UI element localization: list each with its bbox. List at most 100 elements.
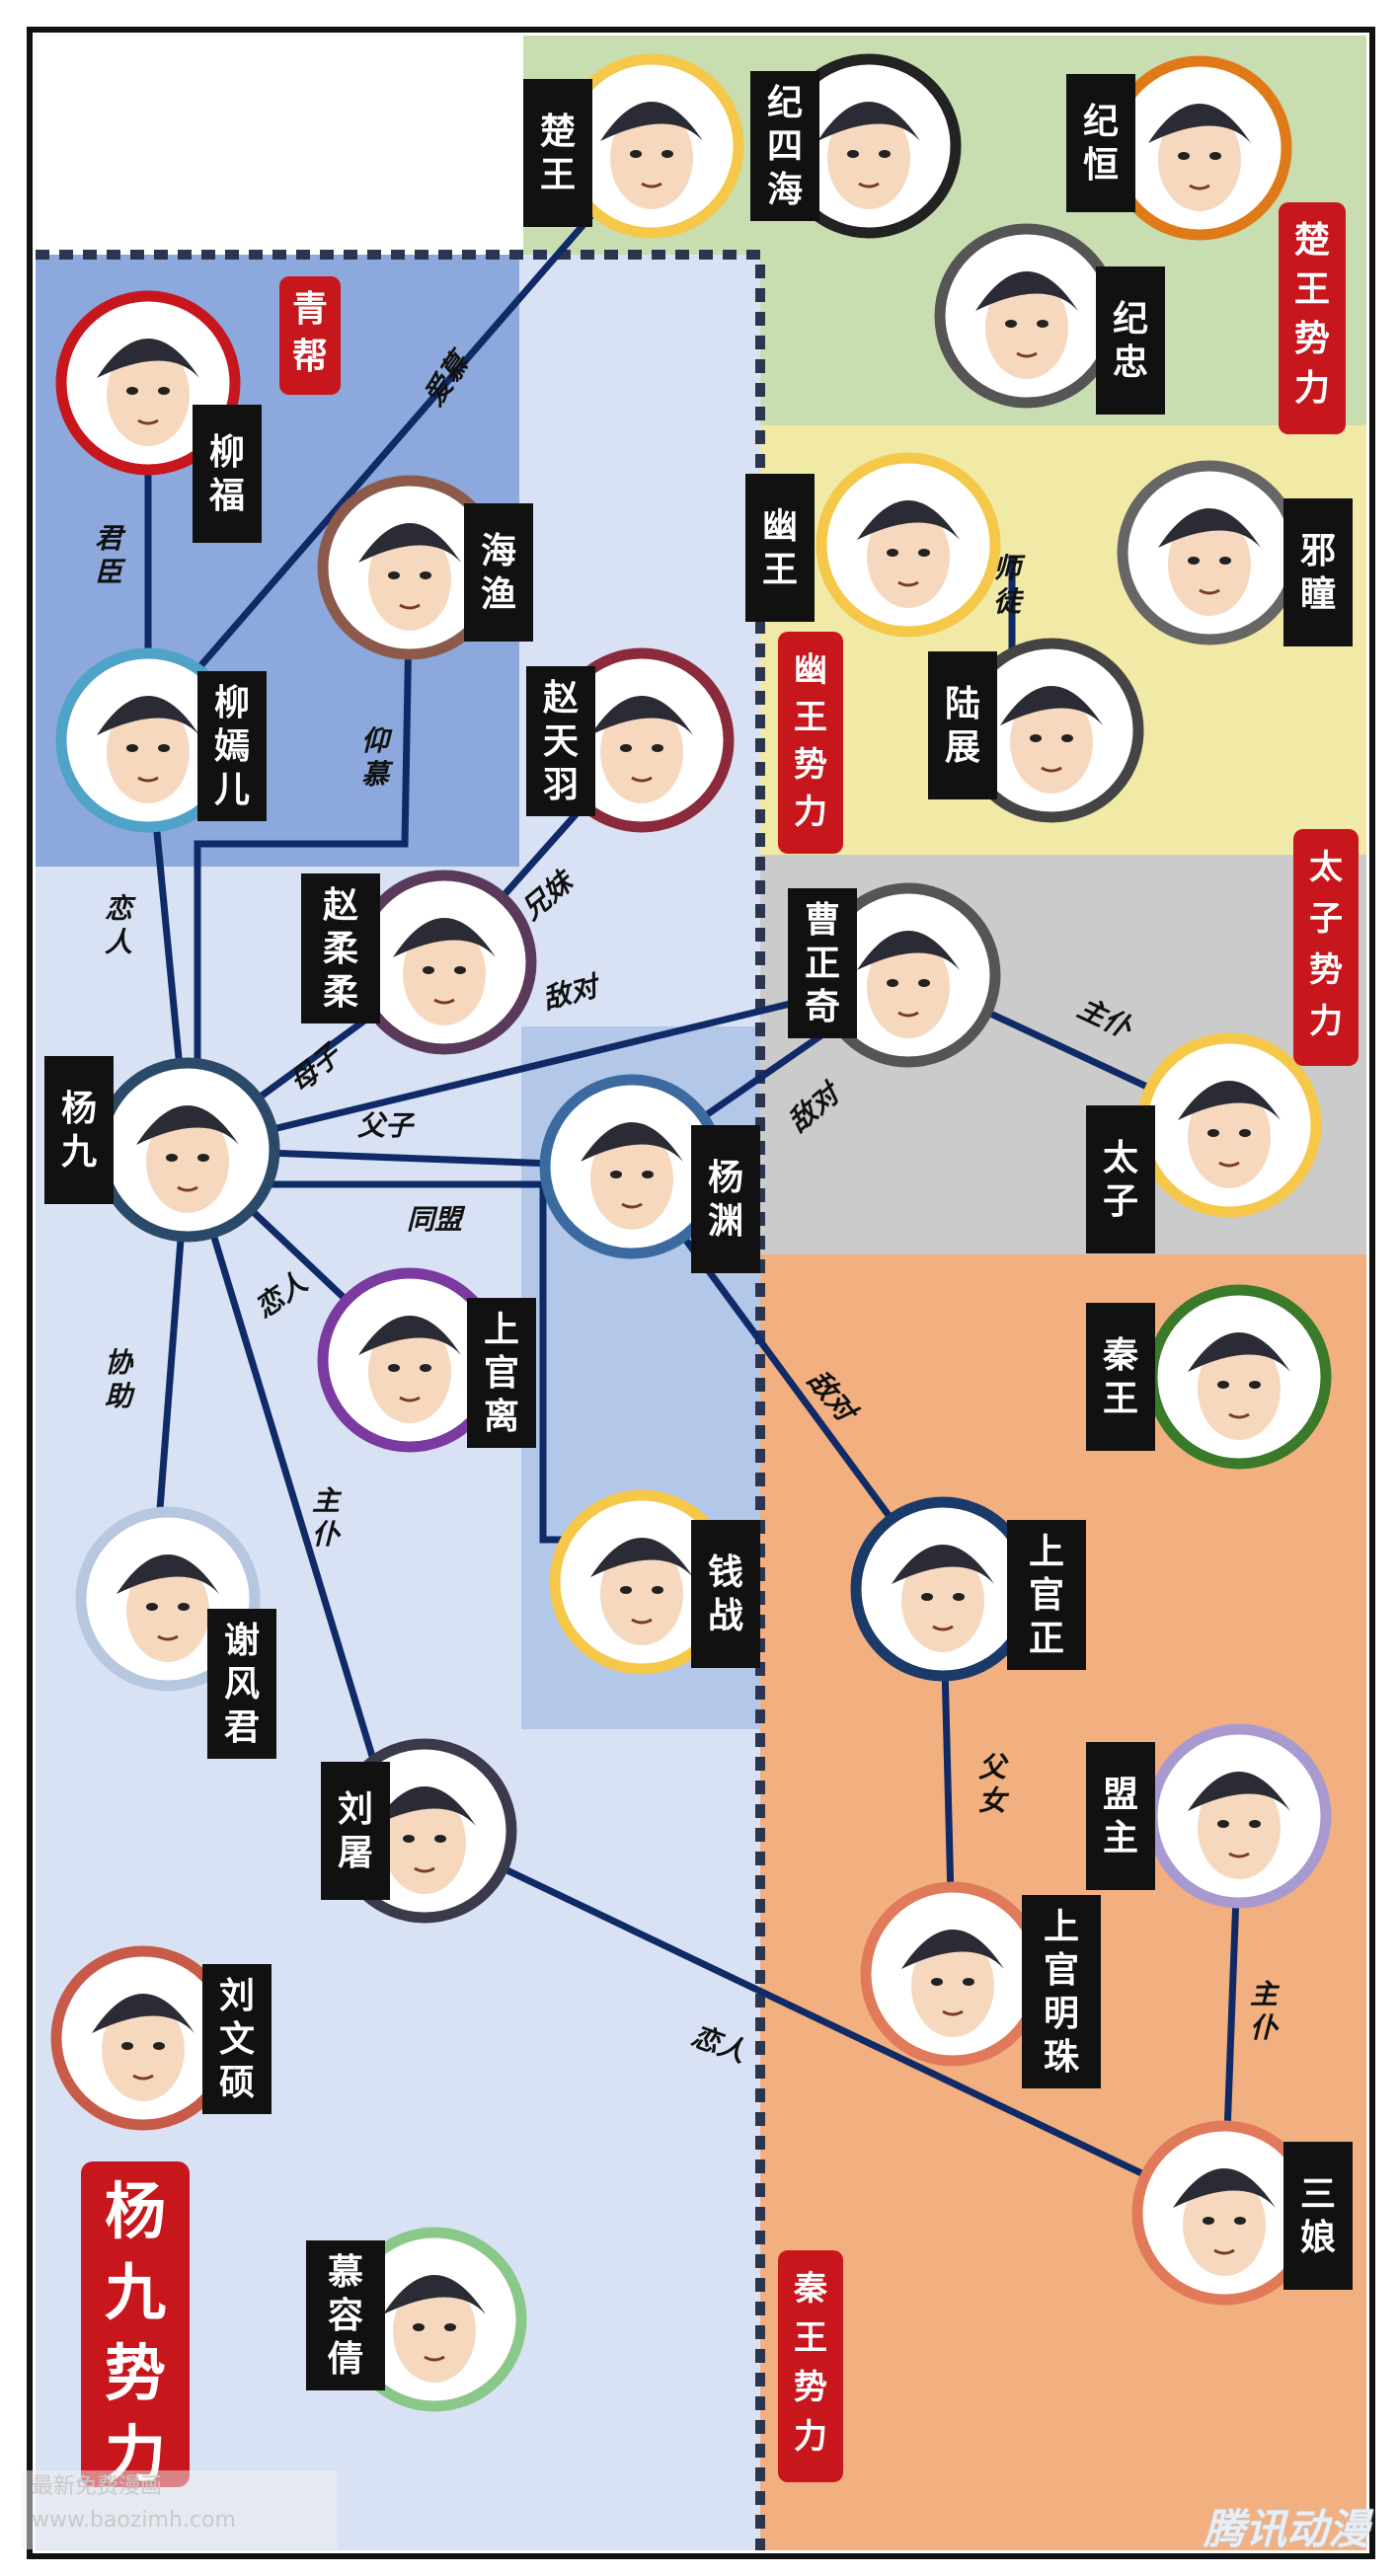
name-label-liuyaner: 柳嫣儿 (197, 671, 267, 821)
svg-text:柳福: 柳福 (208, 432, 245, 516)
watermark-line2: www.baozimh.com (32, 2508, 236, 2533)
character-qinwang: 秦王 (1086, 1284, 1332, 1470)
name-label-qinwang: 秦王 (1086, 1303, 1155, 1451)
svg-text:赵天羽: 赵天羽 (543, 678, 579, 805)
portrait-face-icon (1000, 686, 1103, 794)
character-sanniang: 三娘 (1131, 2120, 1353, 2306)
name-label-chuwang: 楚王 (523, 79, 592, 227)
name-label-jiheng: 纪恒 (1066, 74, 1135, 212)
watermark: 最新免费漫画 www.baozimh.com (22, 2470, 338, 2549)
portrait-face-icon (901, 1930, 1004, 2037)
svg-text:钱战: 钱战 (708, 1553, 743, 1636)
character-zhaorourou: 赵柔柔 (301, 870, 537, 1055)
character-murongqian: 慕容倩 (306, 2227, 527, 2412)
name-label-caozhengqi: 曹正奇 (788, 888, 857, 1038)
name-label-yangjiu: 杨九 (44, 1056, 114, 1204)
relation-label-yangjiu_xiefengjun: 协助 (105, 1346, 135, 1412)
character-jiheng: 纪恒 (1066, 55, 1292, 241)
portrait-face-icon (97, 339, 199, 446)
you-faction-badge: 幽王势力 (778, 632, 843, 854)
name-label-liufu: 柳福 (193, 405, 262, 543)
name-label-haiyu: 海渔 (464, 503, 533, 642)
character-chuwang: 楚王 (523, 53, 744, 239)
svg-text:曹正奇: 曹正奇 (805, 900, 840, 1027)
svg-text:楚王势力: 楚王势力 (1294, 219, 1330, 409)
svg-text:上官正: 上官正 (1029, 1532, 1064, 1659)
brand-logo: 腾讯动漫 (1203, 2505, 1369, 2553)
character-xietong: 邪瞳 (1117, 460, 1353, 646)
svg-text:陆展: 陆展 (945, 684, 980, 768)
yang-faction-badge: 杨九势力 (81, 2161, 190, 2490)
portrait-face-icon (817, 102, 920, 209)
relation-line (194, 567, 414, 1150)
svg-text:柳嫣儿: 柳嫣儿 (214, 683, 250, 810)
portrait-face-icon (600, 102, 703, 209)
svg-text:纪四海: 纪四海 (767, 83, 803, 210)
relation-label-mengzhu_sanniang: 主仆 (1250, 1978, 1281, 2044)
name-label-xietong: 邪瞳 (1283, 498, 1353, 646)
portrait-face-icon (393, 918, 496, 1025)
character-shangguanli: 上官离 (317, 1267, 536, 1453)
svg-text:邪瞳: 邪瞳 (1300, 531, 1336, 615)
taizi-faction-badge: 太子势力 (1293, 829, 1359, 1066)
qing-faction-badge: 青帮 (279, 276, 341, 395)
watermark-line1: 最新免费漫画 (32, 2474, 163, 2499)
svg-text:秦王: 秦王 (1102, 1335, 1139, 1419)
svg-text:谢风君: 谢风君 (224, 1621, 260, 1748)
portrait-face-icon (97, 696, 199, 803)
portrait-face-icon (136, 1105, 239, 1213)
svg-text:青帮: 青帮 (292, 288, 328, 377)
svg-text:刘文硕: 刘文硕 (219, 1976, 255, 2103)
name-label-xiefengjun: 谢风君 (207, 1609, 276, 1759)
relation-line (184, 1148, 399, 1833)
name-label-shangguanli: 上官离 (467, 1298, 536, 1448)
portrait-face-icon (590, 696, 693, 803)
name-label-mengzhu: 盟主 (1086, 1742, 1155, 1890)
svg-text:盟主: 盟主 (1103, 1775, 1138, 1858)
portrait-face-icon (358, 1316, 461, 1423)
character-shangguanzheng: 上官正 (850, 1496, 1086, 1682)
svg-text:上官离: 上官离 (484, 1310, 519, 1437)
character-liufu: 柳福 (55, 290, 262, 543)
faction-boundary (36, 250, 765, 2550)
relation-label-haiyu_yangjiu: 仰慕 (361, 724, 394, 791)
relation-line (423, 1827, 1226, 2217)
qin-faction-badge: 秦王势力 (778, 2250, 843, 2482)
name-label-sanniang: 三娘 (1283, 2142, 1353, 2290)
character-xiefengjun: 谢风君 (75, 1506, 276, 1759)
portrait-face-icon (857, 931, 960, 1038)
svg-text:三娘: 三娘 (1300, 2174, 1336, 2258)
portrait-face-icon (1158, 508, 1261, 616)
character-liuwenshuo: 刘文硕 (50, 1945, 272, 2131)
portrait-face-icon (892, 1545, 994, 1652)
character-haiyu: 海渔 (317, 475, 533, 660)
relation-label-liufu_liuyaner: 君臣 (95, 522, 126, 588)
svg-text:秦王势力: 秦王势力 (793, 2269, 828, 2457)
portrait-face-icon (117, 1554, 219, 1662)
svg-text:纪恒: 纪恒 (1083, 102, 1119, 186)
portrait-face-icon (358, 523, 461, 631)
portrait-face-icon (857, 500, 960, 608)
svg-text:幽王: 幽王 (762, 506, 798, 590)
relation-label-yangjiu_yangyuan: 父子 (357, 1109, 416, 1142)
character-jisihai: 纪四海 (750, 53, 962, 239)
svg-text:太子势力: 太子势力 (1309, 848, 1343, 1041)
name-label-zhaotianyu: 赵天羽 (526, 666, 595, 816)
svg-text:慕容倩: 慕容倩 (327, 2252, 363, 2380)
svg-text:刘屠: 刘屠 (338, 1789, 373, 1873)
name-label-yangyuan: 杨渊 (691, 1125, 760, 1273)
relation-label-yangjiu_liuyaner: 恋人 (105, 892, 136, 958)
svg-text:赵柔柔: 赵柔柔 (323, 885, 358, 1013)
character-yangjiu: 杨九 (44, 1056, 280, 1243)
character-youwang: 幽王 (745, 452, 1001, 638)
name-label-shangguanmingzhu: 上官明珠 (1022, 1895, 1101, 2088)
character-zhaotianyu: 赵天羽 (526, 647, 735, 833)
portrait-face-icon (1148, 104, 1251, 211)
character-liutu: 刘屠 (321, 1738, 517, 1924)
character-shangguanmingzhu: 上官明珠 (860, 1881, 1101, 2088)
relation-line (185, 143, 655, 684)
name-label-liuwenshuo: 刘文硕 (202, 1964, 272, 2114)
portrait-face-icon (1173, 2168, 1276, 2276)
name-label-murongqian: 慕容倩 (306, 2240, 385, 2390)
